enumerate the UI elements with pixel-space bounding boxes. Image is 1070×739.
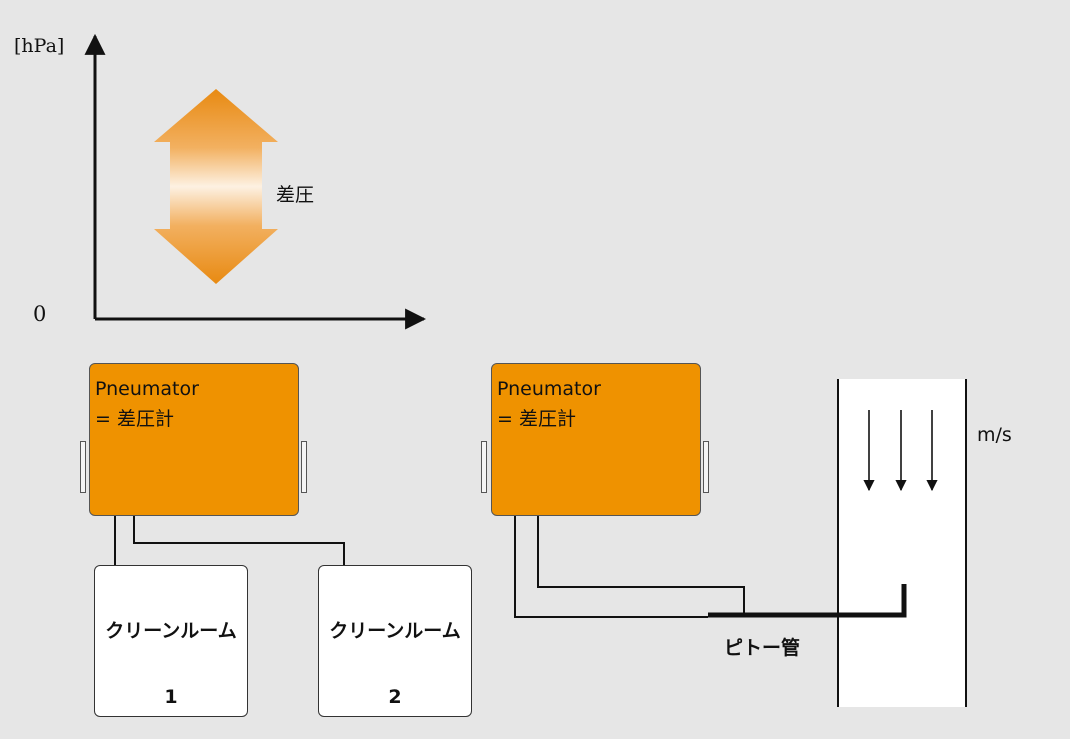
right-device-port-left bbox=[481, 441, 487, 493]
clean-room-1: クリーンルーム 1 bbox=[94, 565, 248, 717]
clean-room-1-number: 1 bbox=[164, 686, 178, 708]
clean-room-1-name: クリーンルーム bbox=[105, 620, 237, 642]
clean-room-2-label: クリーンルーム 2 bbox=[319, 576, 471, 739]
origin-label: 0 bbox=[33, 302, 47, 326]
pitot-tube-label: ピトー管 bbox=[724, 637, 801, 659]
clean-room-2-number: 2 bbox=[388, 686, 402, 708]
right-tube-inner bbox=[537, 500, 745, 613]
left-pneumator-device: Pneumator = 差圧計 bbox=[89, 363, 299, 516]
left-device-name: Pneumator bbox=[95, 378, 199, 400]
left-device-description: = 差圧計 bbox=[95, 408, 174, 430]
clean-room-2: クリーンルーム 2 bbox=[318, 565, 472, 717]
left-tube-to-room2 bbox=[133, 500, 345, 567]
right-pneumator-device: Pneumator = 差圧計 bbox=[491, 363, 701, 516]
air-duct bbox=[838, 379, 966, 707]
differential-pressure-arrow bbox=[154, 89, 278, 284]
right-device-description: = 差圧計 bbox=[497, 408, 576, 430]
right-tube-outer bbox=[514, 500, 708, 618]
left-device-port-left bbox=[80, 441, 86, 493]
right-device-port-right bbox=[703, 441, 709, 493]
right-device-label: Pneumator = 差圧計 bbox=[497, 374, 601, 434]
differential-pressure-label: 差圧 bbox=[276, 184, 315, 206]
pitot-tube bbox=[708, 584, 907, 618]
left-device-port-right bbox=[301, 441, 307, 493]
clean-room-1-label: クリーンルーム 1 bbox=[95, 576, 247, 739]
air-velocity-unit-label: m/s bbox=[977, 424, 1012, 446]
clean-room-2-name: クリーンルーム bbox=[329, 620, 461, 642]
y-axis-unit-label: [hPa] bbox=[14, 35, 65, 57]
left-device-label: Pneumator = 差圧計 bbox=[95, 374, 199, 434]
right-device-name: Pneumator bbox=[497, 378, 601, 400]
